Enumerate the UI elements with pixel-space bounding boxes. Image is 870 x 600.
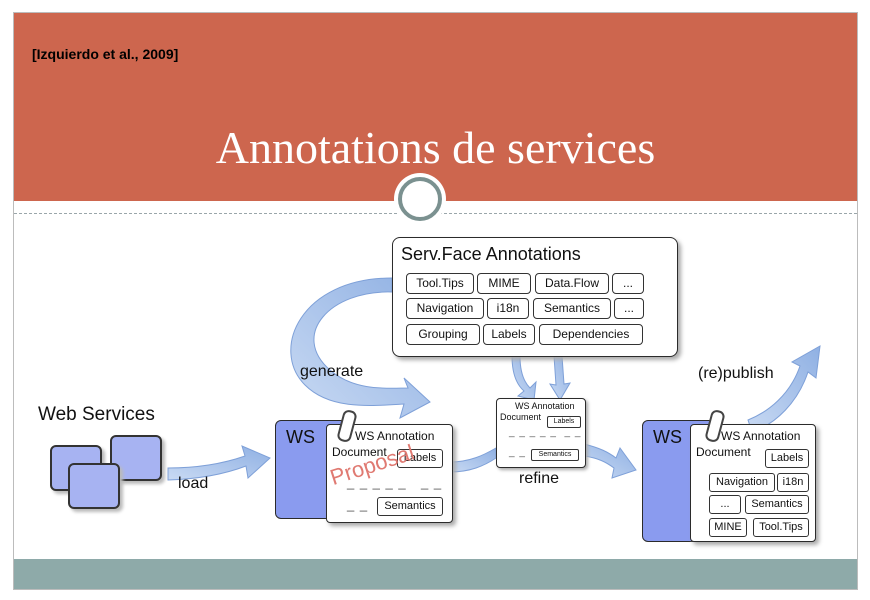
ws-annotation-document-final: WS Annotation Document Labels Navigation…: [690, 424, 816, 542]
ws-label: WS: [286, 427, 315, 448]
refine-arrow-right: [550, 356, 570, 400]
ws-label: WS: [653, 427, 682, 448]
chip-mine: MINE: [709, 518, 747, 537]
refine-label: refine: [519, 470, 559, 488]
chip-navigation: Navigation: [709, 473, 775, 492]
service-cube-icon: [68, 463, 120, 509]
chip-dependencies: Dependencies: [539, 324, 643, 345]
web-services-label: Web Services: [38, 404, 155, 426]
placeholder-dashes: _ _: [421, 475, 442, 490]
doc-line1: WS Annotation: [721, 429, 800, 443]
placeholder-dashes: _ _: [509, 447, 526, 458]
placeholder-dashes: _ _: [347, 497, 368, 512]
chip-grouping: Grouping: [406, 324, 480, 345]
refine-arrow-left: [512, 356, 536, 400]
chip-navigation: Navigation: [406, 298, 484, 319]
chip-i18n: i18n: [777, 473, 809, 492]
doc-line2: Document: [696, 445, 751, 459]
doc-line1: WS Annotation: [355, 429, 434, 443]
to-refine-arrow: [450, 448, 496, 472]
doc-line2: Document: [500, 412, 541, 422]
load-label: load: [178, 475, 208, 493]
chip-semantics: Semantics: [377, 497, 443, 516]
chip-semantics: Semantics: [533, 298, 611, 319]
chip-dataflow: Data.Flow: [535, 273, 609, 294]
chip-semantics: Semantics: [531, 449, 579, 461]
chip-labels: Labels: [483, 324, 535, 345]
chip-more: ...: [709, 495, 741, 514]
chip-semantics: Semantics: [745, 495, 809, 514]
ws-annotation-document-refine: WS Annotation Document Labels _ _ _ _ _ …: [496, 398, 586, 468]
placeholder-dashes: _ _ _ _ _ _ _: [509, 427, 581, 438]
chip-more-1: ...: [612, 273, 644, 294]
chip-tooltips: Tool.Tips: [406, 273, 474, 294]
generate-label: generate: [300, 363, 363, 381]
chip-mime: MIME: [477, 273, 531, 294]
republish-arrow: [748, 346, 820, 432]
republish-label: (re)publish: [698, 365, 774, 383]
servface-title: Serv.Face Annotations: [401, 244, 581, 265]
chip-tooltips: Tool.Tips: [753, 518, 809, 537]
chip-i18n: i18n: [487, 298, 529, 319]
servface-annotations-box: Serv.Face Annotations Tool.Tips MIME Dat…: [392, 237, 678, 357]
doc-line1: WS Annotation: [515, 401, 575, 411]
chip-labels: Labels: [765, 449, 809, 468]
refine-output-arrow: [584, 444, 636, 478]
chip-more-2: ...: [614, 298, 644, 319]
